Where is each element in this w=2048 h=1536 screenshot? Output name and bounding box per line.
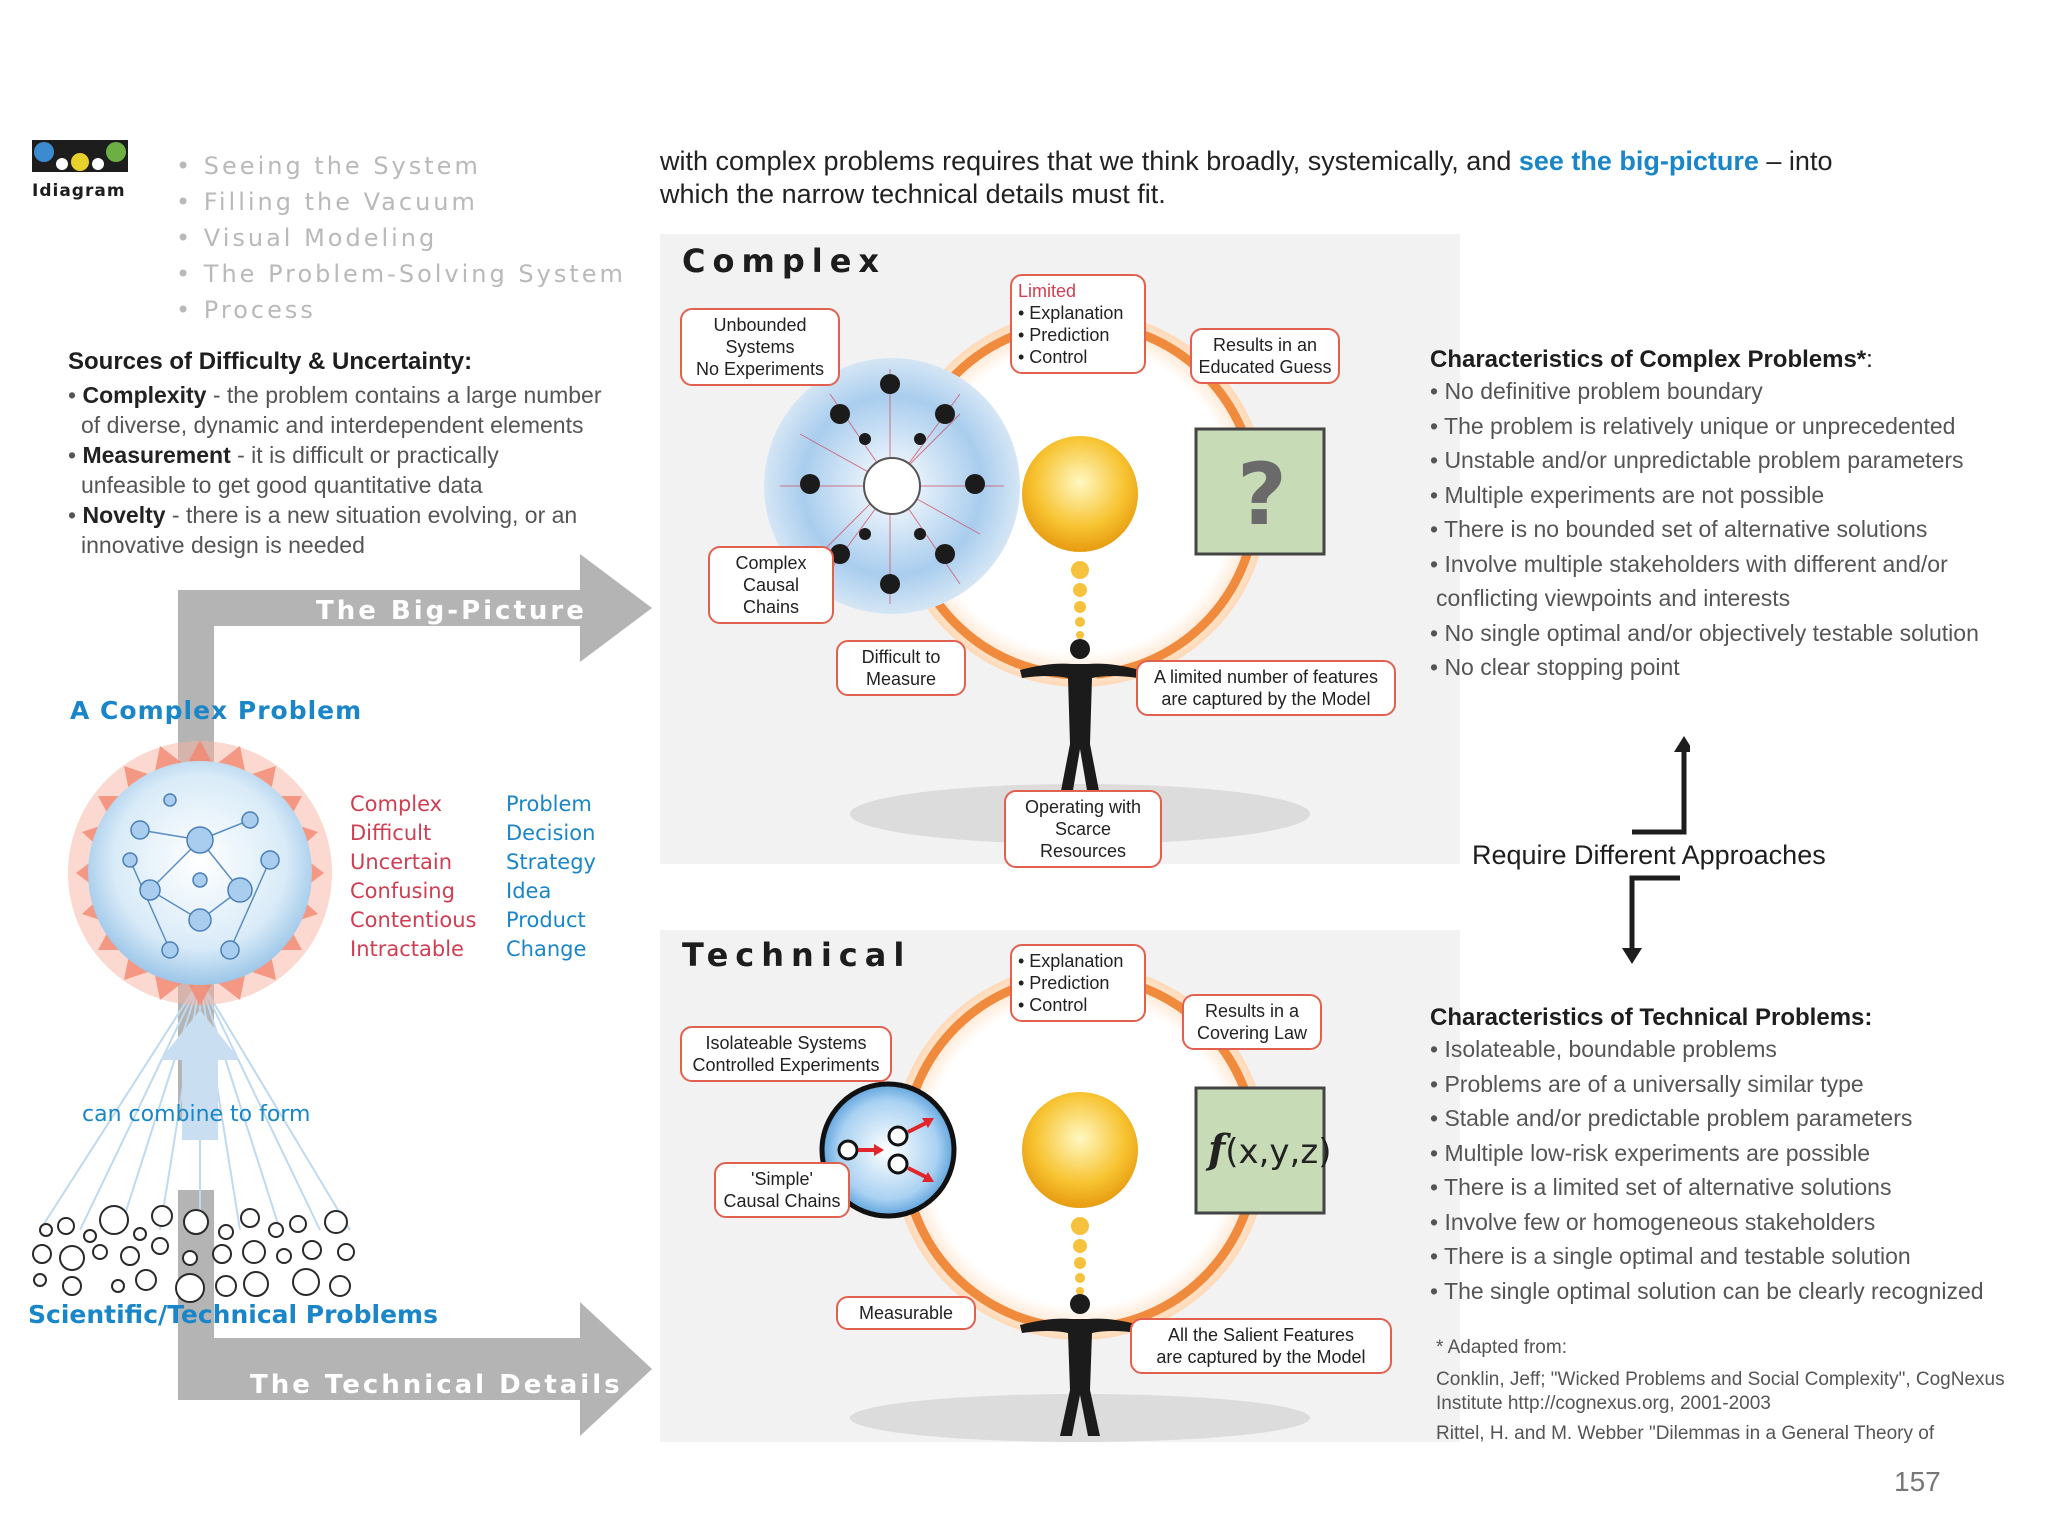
complex-char-item: • The problem is relatively unique or un… [1430, 412, 1956, 439]
complex-char-item: • No clear stopping point [1430, 654, 1680, 680]
technical-char-item: • The single optimal solution can be cle… [1430, 1277, 1984, 1304]
technical-char-item: • Involve few or homogeneous stakeholder… [1430, 1208, 1876, 1235]
complex-char-item: • Involve multiple stakeholders with dif… [1430, 550, 1948, 577]
page-number: 157 [1894, 1466, 1941, 1497]
simple-causal-chains-box: 'Simple'Causal Chains [714, 1162, 850, 1218]
intro-text: with complex problems requires that we t… [660, 146, 1833, 209]
technical-char-item: • Stable and/or predictable problem para… [1430, 1105, 1913, 1131]
combine-label: can combine to form [82, 1102, 311, 1127]
technical-particles-icon [32, 1205, 355, 1303]
complex-problem-label: A Complex Problem [70, 696, 363, 725]
complex-title: Complex [682, 242, 887, 280]
big-picture-highlight: see the big-picture [1518, 146, 1759, 176]
sources-of-difficulty: Sources of Difficulty & Uncertainty: • C… [68, 348, 658, 560]
combine-rays [39, 979, 351, 1231]
section-nav: • Seeing the System • Filling the Vacuum… [176, 152, 626, 332]
sources-title: Sources of Difficulty & Uncertainty: [68, 348, 473, 375]
source-complexity: • Complexity - the problem contains a la… [68, 382, 602, 408]
logo-mark-icon [32, 140, 128, 172]
technical-char-item: • Isolateable, boundable problems [1430, 1036, 1777, 1062]
person-silhouette-icon [1020, 639, 1140, 796]
technical-details-arrow-icon [178, 1190, 652, 1436]
idiagram-logo: Idiagram [32, 136, 132, 201]
big-picture-arrow-icon [178, 554, 652, 1120]
source-measurement: • Measurement - it is difficult or pract… [68, 442, 499, 468]
simple-system-icon [819, 1081, 957, 1219]
left-flow-diagram [32, 554, 652, 1436]
technical-char-item: • There is a limited set of alternative … [1430, 1174, 1892, 1200]
approaches-arrows-icon [1622, 736, 1690, 964]
technical-char-item: • There is a single optimal and testable… [1430, 1243, 1911, 1269]
complex-char-item: • There is no bounded set of alternative… [1430, 516, 1928, 542]
combine-up-arrow-icon [160, 1010, 240, 1140]
nav-item-visual-modeling[interactable]: • Visual Modeling [176, 224, 438, 252]
complex-char-item: • No single optimal and/or objectively t… [1430, 619, 1979, 646]
simple-causal-chain-icon [837, 1118, 934, 1182]
person-silhouette-icon-technical [1020, 1294, 1140, 1436]
idea-sun-icon-technical [1022, 1092, 1138, 1208]
scitech-label: Scientific/Technical Problems [28, 1300, 438, 1329]
footnote: * Adapted from: Conklin, Jeff; "Wicked P… [1436, 1337, 2005, 1444]
unknown-model-symbol: ? [1237, 445, 1287, 545]
nav-item-seeing-the-system[interactable]: • Seeing the System [176, 152, 481, 180]
nav-item-problem-solving-system[interactable]: • The Problem-Solving System [176, 260, 626, 288]
logo-text: Idiagram [32, 181, 126, 201]
nav-item-process[interactable]: • Process [176, 296, 316, 324]
complex-char-item: conflicting viewpoints and interests [1436, 585, 1791, 611]
thought-dots-icon [1071, 561, 1089, 639]
technical-char-item: • Multiple low-risk experiments are poss… [1430, 1139, 1871, 1166]
measurable-box: Measurable [836, 1296, 976, 1330]
complex-char-item: • Multiple experiments are not possible [1430, 481, 1825, 508]
limited-box: Limited • Explanation• Prediction• Contr… [1010, 274, 1146, 374]
complex-char-item: • No definitive problem boundary [1430, 378, 1763, 404]
nav-item-filling-the-vacuum[interactable]: • Filling the Vacuum [176, 188, 478, 216]
require-different-approaches: Require Different Approaches [1472, 840, 1826, 870]
idea-sun-icon [1022, 436, 1138, 552]
source-novelty: • Novelty - there is a new situation evo… [68, 502, 578, 528]
complex-char-item: • Unstable and/or unpredictable problem … [1430, 447, 1964, 473]
covering-law-function: f(x,y,z) [1208, 1126, 1332, 1173]
explanation-box: • Explanation• Prediction• Control [1010, 944, 1146, 1022]
technical-char-item: • Problems are of a universally similar … [1430, 1070, 1864, 1097]
technical-panel: Technical f(x,y,z) • Explanation• Predic… [660, 930, 1460, 1442]
technical-cycle-diagram [819, 964, 1326, 1442]
thought-dots-icon-technical [1071, 1217, 1089, 1295]
complex-characteristics: Characteristics of Complex Problems*: • … [1430, 346, 2040, 685]
technical-details-label: The Technical Details [250, 1370, 623, 1400]
technical-characteristics: Characteristics of Technical Problems: •… [1430, 1004, 2040, 1308]
complex-model-box [1194, 427, 1326, 556]
technical-model-box [1194, 1086, 1326, 1215]
big-picture-label: The Big-Picture [316, 596, 587, 626]
complex-problem-sphere-icon [68, 740, 332, 1006]
technical-title: Technical [682, 936, 912, 974]
